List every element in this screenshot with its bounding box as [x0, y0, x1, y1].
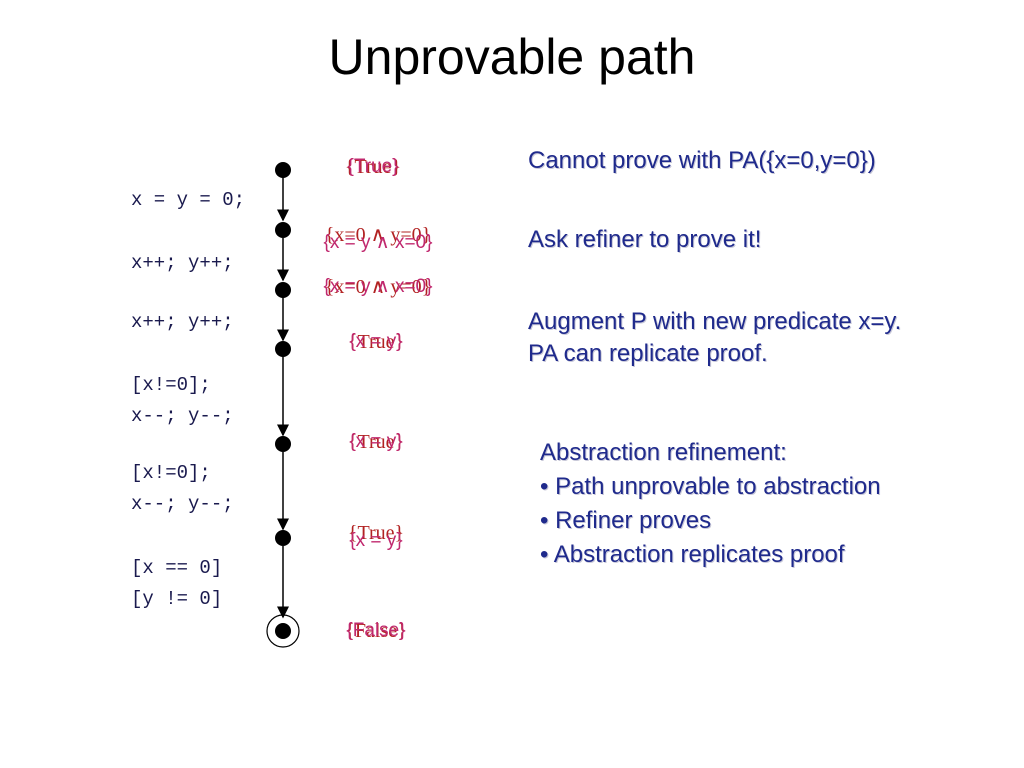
note-augment-line2: PA can replicate proof.	[528, 340, 768, 367]
refinement-bullet: • Path unprovable to abstraction	[540, 473, 881, 500]
note-augment-line1: Augment P with new predicate x=y.	[528, 308, 902, 335]
node-label-original: {True}	[344, 156, 402, 178]
node-label-refined: {x = y ∧ x=0}	[323, 276, 433, 297]
slide-title: Unprovable path	[328, 29, 696, 85]
refinement-summary: Abstraction refinement: • Path unprovabl…	[540, 436, 881, 572]
path-node	[275, 162, 291, 178]
node-label-original: {x=0 ∧ y=0}	[324, 276, 432, 298]
error-node	[275, 623, 291, 639]
note-cannot-prove: Cannot prove with PA({x=0,y=0})	[528, 147, 876, 174]
node-label-refined: {x = y}	[349, 530, 403, 551]
node-label-refined: {x = y}	[349, 431, 403, 452]
note-augment: Augment P with new predicate x=y. PA can…	[528, 306, 901, 370]
node-label-original: {True}	[347, 431, 405, 453]
path-node	[275, 436, 291, 452]
code-line: x--; y--;	[131, 493, 234, 515]
code-line: [x!=0];	[131, 462, 211, 484]
node-label-refined: {x = y}	[349, 331, 403, 352]
code-line: [y != 0]	[131, 588, 223, 610]
path-node	[275, 530, 291, 546]
note-ask-refiner: Ask refiner to prove it!	[528, 226, 762, 253]
code-line: x++; y++;	[131, 252, 234, 274]
node-label-original: {True}	[347, 331, 405, 353]
code-line: x = y = 0;	[131, 189, 246, 211]
node-label-refined: {True}	[347, 156, 399, 177]
code-line: x--; y--;	[131, 405, 234, 427]
code-line: [x == 0]	[131, 557, 223, 579]
refinement-bullet: • Refiner proves	[540, 507, 712, 534]
node-label-refined: {False}	[346, 620, 406, 641]
node-label-original: {True}	[347, 522, 405, 544]
path-node	[275, 341, 291, 357]
path-node	[275, 222, 291, 238]
refinement-bullet: • Abstraction replicates proof	[540, 541, 845, 568]
code-line: x++; y++;	[131, 311, 234, 333]
node-label-original: {x=0 ∧ y=0}	[324, 224, 432, 246]
node-label-refined: {x = y ∧ x=0}	[323, 232, 433, 253]
code-line: [x!=0];	[131, 374, 211, 396]
error-node-ring	[266, 614, 300, 648]
node-label-original: {False}	[345, 620, 407, 642]
refinement-heading: Abstraction refinement:	[540, 439, 787, 466]
path-node	[275, 282, 291, 298]
